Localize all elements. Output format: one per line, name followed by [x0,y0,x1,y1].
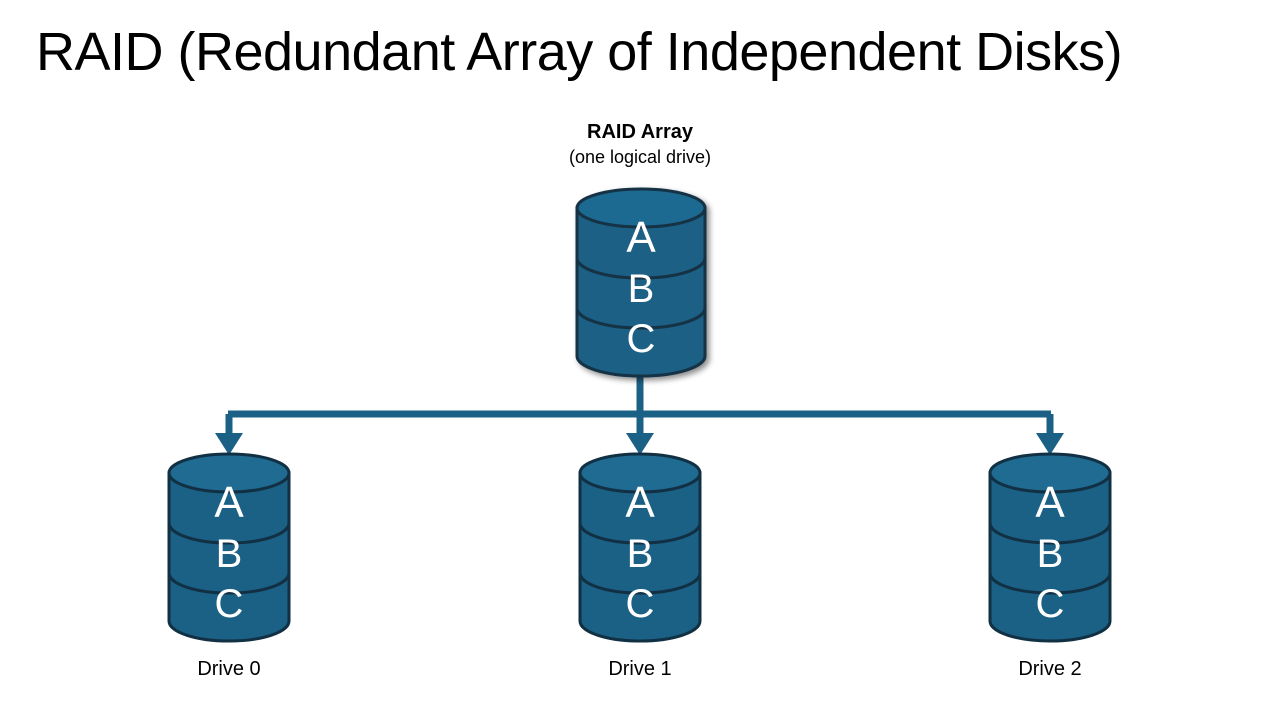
drive-2-cylinder: A B C Drive 2 [988,452,1112,680]
page-title: RAID (Redundant Array of Independent Dis… [36,22,1123,82]
drive-0-segment-letter-1: B [215,532,243,576]
drive-2-cylinder-body [988,452,1112,643]
drive-2-label: Drive 2 [1018,658,1082,680]
raid-array-cylinder-body [575,187,707,378]
drive-2-segment-letter-1: B [1036,532,1064,576]
drive-1-segment-letter-1: B [626,532,654,576]
drive-1-segment-letter-2: C [625,582,655,626]
raid-array-caption-title: RAID Array [587,121,693,143]
drive-1-cylinder-body [578,452,702,643]
raid-array-caption: RAID Array (one logical drive) [440,120,840,169]
array-segment-letter-2: C [626,317,656,361]
drive-1-segment-letter-0: A [625,478,655,527]
drive-1-cylinder: A B C Drive 1 [578,452,702,680]
raid-array-cylinder: A B C [575,187,707,378]
drive-0-segment-letter-2: C [214,582,244,626]
array-segment-letter-1: B [627,267,655,311]
drive-2-segment-letter-2: C [1035,582,1065,626]
connector-arrowheads [215,433,1064,455]
drive-1-label: Drive 1 [608,658,672,680]
raid-array-caption-subtitle: (one logical drive) [568,147,712,167]
drive-2-segment-letter-0: A [1035,478,1065,527]
drive-0-segment-letter-0: A [214,478,244,527]
drive-0-cylinder-body [167,452,291,643]
drive-0-cylinder: A B C Drive 0 [167,452,291,680]
array-segment-letter-0: A [626,213,656,262]
drive-0-label: Drive 0 [197,658,261,680]
